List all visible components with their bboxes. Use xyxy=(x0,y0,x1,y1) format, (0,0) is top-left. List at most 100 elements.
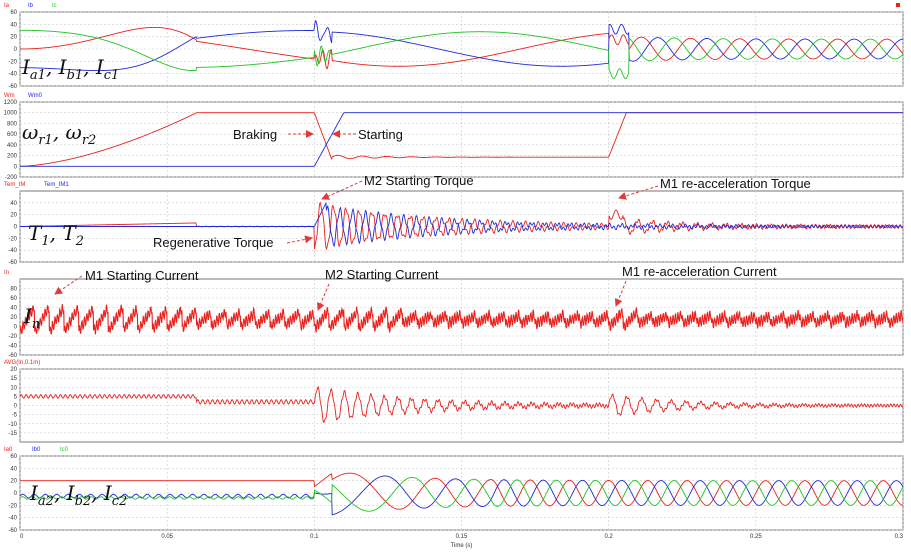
y-tick-label: 40 xyxy=(10,22,17,28)
symbol-base: I xyxy=(23,304,33,328)
x-tick-label: 0.05 xyxy=(161,534,173,540)
signal-legend-label: Wm0 xyxy=(28,93,43,99)
annotation-m2-starting-current: M2 Starting Current xyxy=(325,267,439,282)
symbol-separator: , xyxy=(46,55,59,79)
annotation-m1-starting-current: M1 Starting Current xyxy=(85,268,199,283)
series-line-ib xyxy=(20,19,903,72)
y-tick-label: 0 xyxy=(14,164,18,170)
symbol-base: T xyxy=(28,221,43,245)
y-tick-label: 10 xyxy=(10,385,17,391)
y-tick-label: -200 xyxy=(5,175,18,181)
y-tick-label: 0 xyxy=(14,47,18,53)
x-tick-label: 0.2 xyxy=(604,534,613,540)
y-tick-label: 0 xyxy=(14,325,18,331)
symbol-separator: , xyxy=(50,221,63,245)
series-line-tem-im xyxy=(20,201,903,251)
y-tick-label: 5 xyxy=(14,394,18,400)
y-tick-label: -20 xyxy=(8,334,17,340)
series-line-ib0 xyxy=(20,475,903,516)
signal-legend-label: Tem_IM1 xyxy=(44,182,69,188)
y-tick-label: 40 xyxy=(10,201,17,207)
symbol-base: ω xyxy=(66,120,82,144)
y-tick-label: 0 xyxy=(14,491,18,497)
series-line-wm0 xyxy=(20,112,903,167)
x-tick-label: 0.3 xyxy=(895,534,904,540)
series-line-ic xyxy=(20,29,903,80)
symbol-separator: , xyxy=(83,55,96,79)
y-tick-label: 60 xyxy=(10,10,17,16)
y-tick-label: 20 xyxy=(10,367,17,373)
y-tick-label: 0 xyxy=(14,404,18,410)
y-tick-label: 15 xyxy=(10,376,17,382)
y-tick-label: 800 xyxy=(7,121,18,127)
symbol-base: I xyxy=(29,481,39,505)
symbol-base: I xyxy=(58,55,68,79)
y-tick-label: -5 xyxy=(12,413,18,419)
symbol-separator: , xyxy=(53,120,66,144)
symbol-subscript: 1 xyxy=(41,234,49,249)
y-tick-label: -60 xyxy=(8,528,17,534)
symbol-base: I xyxy=(21,55,31,79)
symbol-subscript: n xyxy=(32,317,40,332)
signal-symbol: ωr1, ωr2 xyxy=(22,120,96,148)
y-tick-label: 60 xyxy=(10,454,17,460)
symbol-base: I xyxy=(95,55,105,79)
annotation-arrow xyxy=(618,185,659,200)
x-axis-title: Time (s) xyxy=(451,543,473,549)
symbol-base: T xyxy=(62,221,77,245)
annotation-arrow xyxy=(614,280,627,307)
symbol-separator: , xyxy=(91,481,104,505)
y-tick-label: -20 xyxy=(8,236,17,242)
series-line-in xyxy=(20,304,903,335)
symbol-base: ω xyxy=(22,120,38,144)
symbol-subscript: b1 xyxy=(67,68,84,83)
signal-symbol: Ia1, Ib1, Ic1 xyxy=(21,55,119,83)
signal-legend-label: Ib0 xyxy=(32,447,41,453)
series-line-tem-im1 xyxy=(20,201,903,248)
annotation-m1-reaccel-torque: M1 re-acceleration Torque xyxy=(660,176,811,191)
y-tick-label: -60 xyxy=(8,260,17,266)
signal-legend-label: Ia xyxy=(4,3,10,9)
symbol-subscript: a1 xyxy=(30,68,46,83)
signal-legend-label: Ia0 xyxy=(4,447,13,453)
signal-legend-label: Ic xyxy=(52,3,57,9)
y-tick-label: 1200 xyxy=(4,100,18,106)
x-tick-label: 0.15 xyxy=(456,534,468,540)
y-tick-label: 20 xyxy=(10,35,17,41)
y-tick-label: -40 xyxy=(8,248,17,254)
y-tick-label: 20 xyxy=(10,213,17,219)
x-tick-label: 0.25 xyxy=(750,534,762,540)
symbol-subscript: b2 xyxy=(75,494,92,509)
y-tick-label: -40 xyxy=(8,344,17,350)
annotation-braking: Braking xyxy=(233,127,277,142)
x-tick-label: 0.1 xyxy=(310,534,319,540)
y-tick-label: -60 xyxy=(8,84,17,90)
annotation-starting: Starting xyxy=(358,127,403,142)
y-tick-label: 200 xyxy=(7,154,18,160)
symbol-base: I xyxy=(103,481,113,505)
signal-symbol: T1, T2 xyxy=(28,221,84,249)
x-tick-label: 0 xyxy=(20,534,24,540)
annotation-arrow xyxy=(321,180,363,200)
symbol-base: I xyxy=(66,481,76,505)
symbol-subscript: 2 xyxy=(75,234,84,249)
y-tick-label: 400 xyxy=(7,143,18,149)
y-tick-label: -40 xyxy=(8,516,17,522)
y-tick-label: 20 xyxy=(10,315,17,321)
signal-legend-label: In xyxy=(4,270,9,276)
annotation-m1-reaccel-current: M1 re-acceleration Current xyxy=(622,264,777,279)
signal-legend-label: AVG(In,0.1m) xyxy=(4,360,40,366)
y-tick-label: 80 xyxy=(10,287,17,293)
signal-legend-label: Wm xyxy=(4,93,15,99)
signal-symbol: Ia2, Ib2, Ic2 xyxy=(29,481,127,509)
annotation-arrow xyxy=(54,275,83,295)
y-tick-label: -15 xyxy=(8,431,17,437)
y-tick-label: 600 xyxy=(7,132,18,138)
status-marker xyxy=(896,3,900,7)
